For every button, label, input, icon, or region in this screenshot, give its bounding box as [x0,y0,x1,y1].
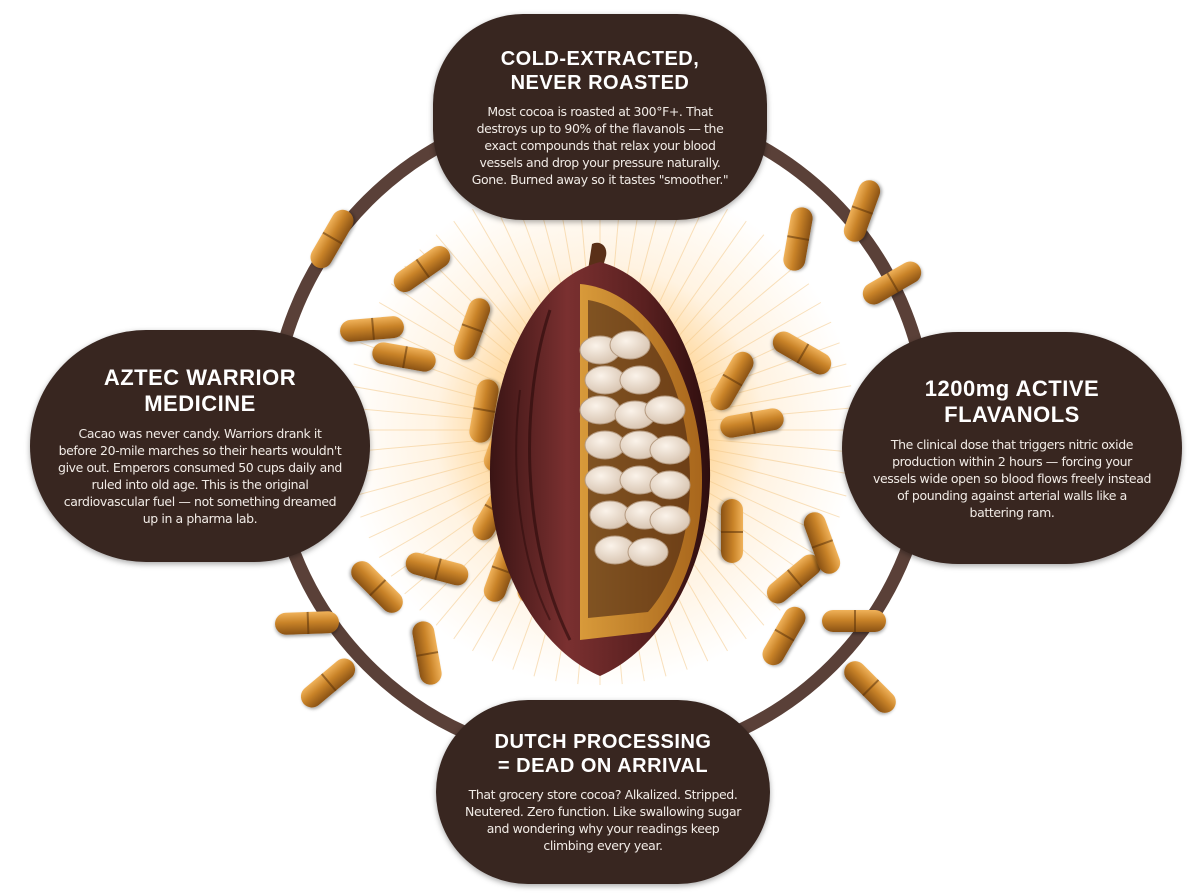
cacao-pod-image [489,242,711,676]
title-line-2: MEDICINE [144,391,256,416]
feature-dutch-processing: DUTCH PROCESSING = DEAD ON ARRIVAL That … [436,700,770,884]
feature-body: Cacao was never candy. Warriors drank it… [58,426,342,526]
title-line-2: = DEAD ON ARRIVAL [497,755,709,777]
title-line-1: AZTEC WARRIOR [103,365,297,390]
cacao-bean [649,470,691,500]
cacao-bean [589,500,631,530]
title-line-2: FLAVANOLS [944,401,1080,427]
title-line-2: NEVER ROASTED [510,71,690,94]
cacao-bean [649,435,691,465]
cacao-bean [627,537,669,567]
feature-body: The clinical dose that triggers nitric o… [873,436,1151,520]
cacao-bean [584,465,626,495]
cacao-bean [649,505,691,535]
feature-aztec-warrior: AZTEC WARRIOR MEDICINE Cacao was never c… [30,330,370,562]
cacao-bean [584,365,626,395]
feature-active-flavanols: 1200mg ACTIVE FLAVANOLS The clinical dos… [842,332,1182,564]
supplement-capsule [822,610,886,632]
cacao-bean [584,430,626,460]
cacao-bean [644,395,686,425]
feature-cold-extracted: COLD-EXTRACTED, NEVER ROASTED Most cocoa… [433,14,767,220]
cacao-bean [619,365,661,395]
feature-title: DUTCH PROCESSING = DEAD ON ARRIVAL [495,730,712,778]
supplement-capsule [274,610,340,636]
supplement-capsule [721,499,743,563]
feature-body: Most cocoa is roasted at 300°F+. That de… [471,103,729,187]
title-line-1: COLD-EXTRACTED, [500,47,700,70]
feature-title: 1200mg ACTIVE FLAVANOLS [925,376,1099,428]
feature-body: That grocery store cocoa? Alkalized. Str… [465,787,741,853]
title-line-1: 1200mg ACTIVE [924,375,1100,401]
cacao-bean [609,330,651,360]
feature-title: AZTEC WARRIOR MEDICINE [104,365,296,417]
cacao-bean [579,395,621,425]
title-line-1: DUTCH PROCESSING [494,731,712,753]
feature-title: COLD-EXTRACTED, NEVER ROASTED [501,47,700,95]
